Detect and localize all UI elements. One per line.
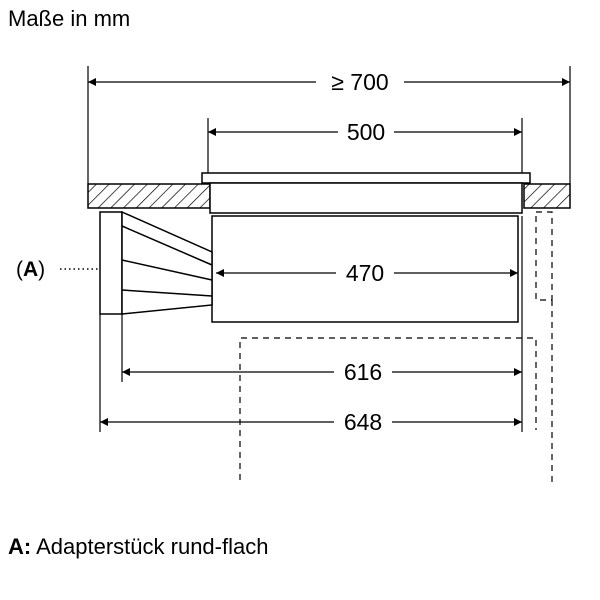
- dimension-lines: [88, 78, 570, 426]
- adapter-flange: [99, 211, 123, 315]
- callout-label: (A): [16, 258, 45, 281]
- adapter-transition: [121, 210, 213, 315]
- dim-label-616: 616: [344, 359, 382, 385]
- hob: [201, 172, 531, 323]
- legend-key: A:: [8, 534, 32, 559]
- cabinet-outline: [239, 211, 553, 485]
- dim-label-700: ≥ 700: [331, 69, 388, 95]
- hob-frame: [209, 182, 523, 214]
- worktop-left: [87, 183, 211, 209]
- diagram-title: Maße in mm: [8, 6, 131, 31]
- worktop: [87, 183, 571, 209]
- legend-caption: A: Adapterstück rund-flach: [8, 534, 268, 560]
- adapter-piece: [99, 210, 213, 315]
- legend-text: Adapterstück rund-flach: [31, 534, 269, 559]
- worktop-right: [523, 183, 571, 209]
- dim-label-648: 648: [344, 409, 382, 435]
- dim-label-470: 470: [346, 260, 384, 286]
- hob-glass-plate: [201, 172, 531, 184]
- hob-body: [211, 215, 519, 323]
- dim-label-500: 500: [347, 119, 385, 145]
